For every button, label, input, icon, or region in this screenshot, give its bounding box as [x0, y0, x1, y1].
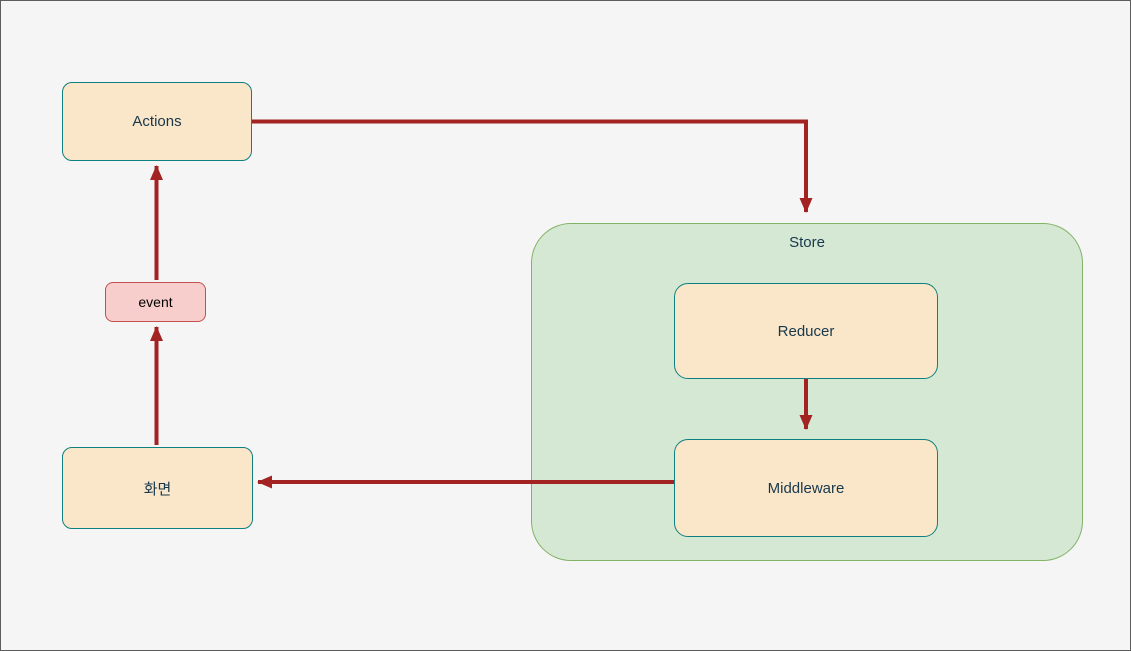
arrow-actions-to-store	[252, 119, 813, 213]
node-screen: 화면	[62, 447, 253, 529]
node-actions-label: Actions	[132, 113, 182, 130]
store-label: Store	[789, 234, 825, 251]
node-middleware: Middleware	[674, 439, 938, 537]
node-screen-label: 화면	[143, 480, 172, 498]
node-middleware-label: Middleware	[767, 479, 845, 497]
node-event: event	[105, 282, 206, 322]
node-event-label: event	[138, 294, 173, 310]
node-reducer: Reducer	[674, 283, 938, 379]
node-reducer-label: Reducer	[777, 322, 835, 340]
node-actions: Actions	[62, 82, 252, 161]
